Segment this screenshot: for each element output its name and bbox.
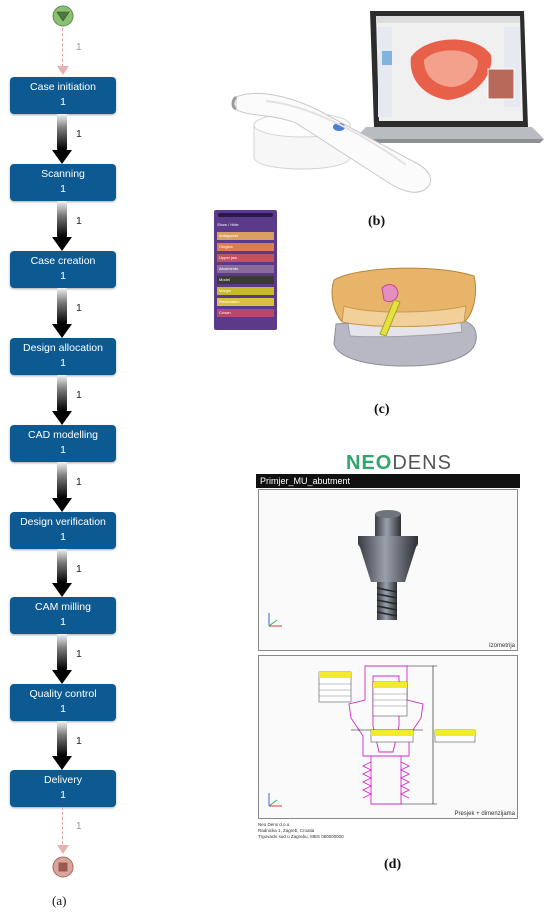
menu-item[interactable]: Antagonist (217, 232, 274, 240)
visibility-menu-panel: Show / Hide Antagonist Gingiva Upper jaw… (214, 210, 277, 330)
connector-arrow: 1 (52, 634, 82, 684)
end-node-icon (52, 856, 74, 878)
neodens-logo: NEODENS (346, 452, 452, 474)
isometric-view: Izometrija (258, 489, 518, 651)
menu-item[interactable]: Restoration (217, 298, 274, 306)
connector-arrow: 1 (52, 114, 82, 164)
menu-item[interactable]: Abutments (217, 265, 274, 273)
connector-arrow: 1 (52, 375, 82, 425)
report-title-bar: Primjer_MU_abutment (256, 474, 520, 488)
abutment-section-drawing (268, 665, 476, 807)
start-connector (62, 28, 63, 72)
start-arrowhead-icon (57, 66, 69, 75)
caption-b: (b) (368, 214, 386, 229)
end-arrowhead-icon (57, 845, 69, 854)
section-view: Presjek + dimenzijama (258, 655, 518, 819)
report-footer: Neo Dens d.o.o. Radnicka 1, Zagreb, Croa… (258, 822, 344, 839)
caption-a: (a) (52, 893, 67, 908)
menu-item[interactable]: Gingiva (217, 243, 274, 251)
connector-arrow: 1 (52, 721, 82, 770)
caption-c: (c) (374, 402, 390, 417)
menu-header: Show / Hide (217, 222, 239, 227)
end-connector (62, 807, 63, 849)
section-view-label: Presjek + dimenzijama (454, 811, 515, 817)
connector-arrow: 1 (52, 549, 82, 597)
menu-slider[interactable] (218, 213, 273, 217)
abutment-3d-illustration (358, 510, 418, 620)
menu-item[interactable]: Upper jaw (217, 254, 274, 262)
connector-label-start: 1 (76, 42, 82, 53)
caption-d: (d) (384, 857, 402, 872)
start-node-icon (52, 5, 74, 27)
connector-arrow: 1 (52, 201, 82, 251)
connector-label-end: 1 (76, 821, 82, 832)
scanner-laptop-illustration (231, 11, 544, 193)
connector-arrow: 1 (52, 462, 82, 512)
dental-model-illustration (331, 267, 477, 367)
menu-item[interactable]: Model (217, 276, 274, 284)
menu-item[interactable]: Crown (217, 309, 274, 317)
axis-triad-icon (268, 613, 282, 627)
menu-item[interactable]: Margin (217, 287, 274, 295)
connector-arrow: 1 (52, 288, 82, 338)
isometric-view-label: Izometrija (488, 643, 515, 649)
